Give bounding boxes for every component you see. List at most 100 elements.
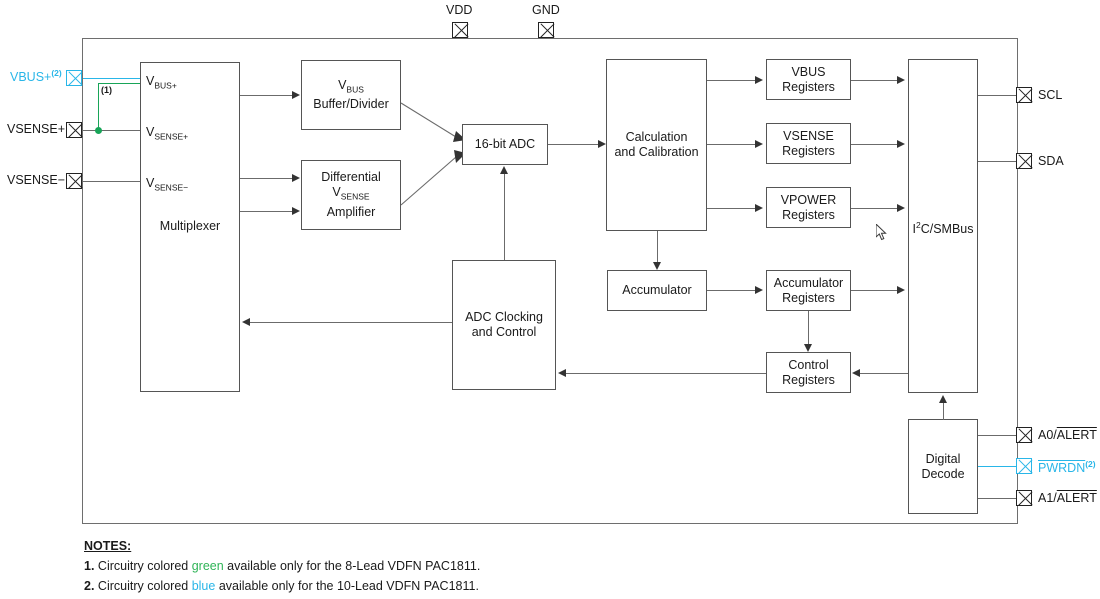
pin-note-marker-vbus: (2) [51,68,62,78]
pin-pad-vsense-plus[interactable] [66,122,82,138]
chip-boundary [82,38,1018,524]
block-calc-line2: and Calibration [614,145,699,159]
arrowhead-control-registers-to-adcclock [558,368,566,377]
wire-vsense-registers-to-i2c [851,144,897,145]
block-accumulator[interactable]: Accumulator [607,270,707,311]
pin-pad-a0-alert[interactable] [1016,427,1032,443]
wire-digital-decode-to-pwrdn [978,466,1018,468]
note-1-post: available only for the 8-Lead VDFN PAC18… [223,559,481,573]
arrowhead-mux-to-diffamp-bottom [292,206,300,215]
mux-in-2-sub: SENSE− [154,182,189,193]
pwrdn-overline: PWRDN [1038,461,1086,476]
wire-accum-registers-to-control-registers [808,311,809,344]
mux-in-1-sub: SENSE+ [154,131,189,142]
wire-vpower-registers-to-i2c [851,208,897,209]
pin-label-vbus-plus: VBUS+(2) [10,68,62,84]
block-multiplexer[interactable]: Multiplexer [140,62,240,392]
pin-pad-gnd[interactable] [538,22,554,38]
wire-adcclock-to-mux [250,322,452,323]
i2c-superscript: 2 [915,220,921,230]
digital-decode-line1: Digital [925,451,961,466]
block-i2c-smbus[interactable]: I2C/SMBus [908,59,978,393]
vbus-registers-line1: VBUS [791,64,826,79]
notes-title: NOTES: [84,539,132,553]
block-calculation-and-calibration[interactable]: Calculation and Calibration [606,59,707,231]
arrowhead-vpower-registers-to-i2c [897,203,905,212]
pin-pad-a1-alert[interactable] [1016,490,1032,506]
block-vpower-registers[interactable]: VPOWER Registers [766,187,851,228]
block-adc-clocking-and-control[interactable]: ADC Clocking and Control [452,260,556,390]
pin-label-scl: SCL [1038,88,1063,102]
wire-accum-registers-to-i2c [851,290,897,291]
wire-vsense-minus-to-mux [83,181,140,182]
diffamp-v: V [332,185,341,200]
block-vsense-registers[interactable]: VSENSE Registers [766,123,851,164]
pin-label-a1-alert: A1/ALERT [1038,491,1097,505]
wire-i2c-to-scl-pad [978,95,1018,96]
vbus-registers-line2: Registers [782,79,835,94]
wire-green-note1-vertical [98,83,100,130]
arrowhead-adcclock-to-mux [242,317,250,326]
block-control-registers[interactable]: Control Registers [766,352,851,393]
wire-i2c-to-sda-pad [978,161,1018,162]
pin-label-gnd: GND [532,3,560,17]
wire-vsense-plus-to-mux [83,130,140,131]
pin-pad-scl[interactable] [1016,87,1032,103]
green-junction-dot [95,127,102,134]
wire-digital-decode-to-a0alert [978,435,1018,436]
vbus-buffer-v: V [338,77,347,92]
a0-alert-overline: ALERT [1056,428,1097,442]
wire-adc-to-calculation [548,144,598,145]
arrowhead-vsense-registers-to-i2c [897,139,905,148]
note-2-pre: Circuitry colored [97,579,192,593]
pin-label-pwrdn: PWRDN(2) [1038,459,1096,475]
note-2-color-word: blue [191,579,216,593]
mux-in-1-base: V [146,125,155,139]
note-item-1: 1. Circuitry colored green available onl… [84,556,784,576]
accum-registers-line2: Registers [782,290,835,305]
block-adcclock-line1: ADC Clocking [465,310,543,324]
mux-input-label-vsense-minus: VSENSE− [146,176,188,193]
wire-digital-decode-to-i2c [943,403,944,420]
pin-pad-sda[interactable] [1016,153,1032,169]
arrowhead-accum-to-control-registers [804,344,812,352]
block-diffamp-line2: VSENSE [332,185,369,205]
block-adc-label: 16-bit ADC [474,137,536,151]
pin-label-vsense-minus: VSENSE− [7,173,66,187]
arrowhead-calc-to-vpower-registers [755,203,763,212]
arrowhead-calc-to-vsense-registers [755,139,763,148]
pwrdn-note-marker: (2) [1085,459,1096,469]
block-accumulator-registers[interactable]: Accumulator Registers [766,270,851,311]
note-2-post: available only for the 10-Lead VDFN PAC1… [215,579,479,593]
arrowhead-accum-registers-to-i2c [897,285,905,294]
pin-pad-vdd[interactable] [452,22,468,38]
block-accumulator-label: Accumulator [622,283,692,297]
arrowhead-mux-to-vbus-buffer [292,90,300,99]
arrowhead-mux-to-diffamp-top [292,173,300,182]
wire-green-note1-horizontal [98,83,140,85]
block-adcclock-line2: and Control [471,325,537,339]
block-differential-vsense-amplifier[interactable]: Differential VSENSE Amplifier [301,160,401,230]
block-multiplexer-label: Multiplexer [159,219,221,233]
block-vbus-buffer-line1: VBUS [338,78,364,98]
block-digital-decode[interactable]: Digital Decode [908,419,978,514]
wire-mux-to-diffamp-bottom [240,211,292,212]
a0-alert-prefix: A0/ [1038,428,1057,442]
a1-alert-overline: ALERT [1056,491,1097,505]
arrowhead-calc-to-accumulator [653,262,661,270]
block-16bit-adc[interactable]: 16-bit ADC [462,124,548,165]
pin-pad-vsense-minus[interactable] [66,173,82,189]
pin-label-sda: SDA [1038,154,1064,168]
arrowhead-calc-to-vbus-registers [755,75,763,84]
block-vbus-buffer-divider[interactable]: VBUS Buffer/Divider [301,60,401,130]
pin-pad-vbus-plus[interactable] [66,70,82,86]
pin-pad-pwrdn[interactable] [1016,458,1032,474]
vpower-registers-line2: Registers [782,207,835,222]
block-i2c-label: I2C/SMBus [909,218,977,237]
block-diffamp-line1: Differential [321,170,381,185]
block-vbus-registers[interactable]: VBUS Registers [766,59,851,100]
diffamp-sub: SENSE [340,191,370,202]
wire-i2c-to-control-registers [860,373,908,374]
vbus-buffer-sub: BUS [346,84,364,95]
wires-to-adc-svg [400,102,466,206]
